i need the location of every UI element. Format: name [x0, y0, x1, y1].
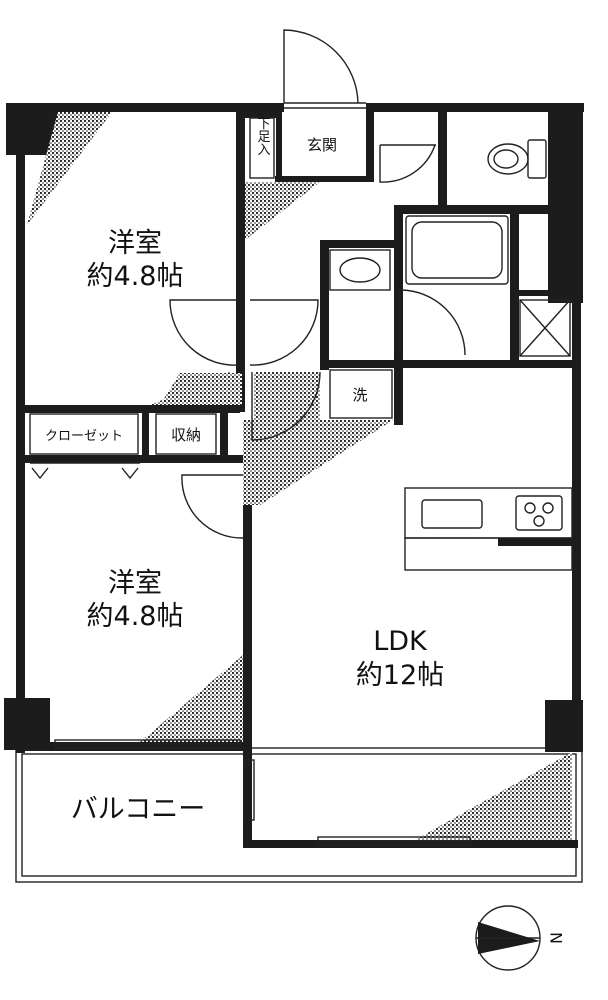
windows: [54, 739, 471, 846]
bathtub-icon: [405, 215, 509, 285]
compass: N: [475, 905, 566, 971]
western-room-1-name: 洋室: [108, 228, 162, 259]
interior-walls: [25, 112, 574, 463]
shoe-box-label: 下足入: [255, 117, 271, 156]
western-room-2-size: 約4.8帖: [87, 601, 184, 632]
ldk-name: LDK: [373, 626, 428, 657]
western-room-1-size: 約4.8帖: [87, 261, 184, 292]
compass-north-label: N: [547, 932, 566, 944]
western-room-2-name: 洋室: [108, 568, 162, 599]
storage-label: 収納: [171, 426, 201, 444]
balcony-label: バルコニー: [71, 794, 205, 825]
entrance-label: 玄関: [307, 136, 337, 154]
doors: [30, 29, 466, 539]
outer-walls: [4, 103, 584, 848]
toilet-icon: [487, 139, 547, 179]
hatched-zones: [27, 112, 572, 840]
laundry-label: 洗: [352, 386, 367, 404]
closet-label: クローゼット: [45, 429, 123, 444]
balcony-area: [15, 747, 583, 883]
washbasin-icon: [329, 249, 391, 291]
ldk-size: 約12帖: [356, 660, 444, 691]
fixtures: [29, 117, 573, 571]
room-labels: 洋室 約4.8帖 洋室 約4.8帖 LDK 約12帖 玄関 下足入 クローゼット…: [45, 117, 444, 826]
kitchen-counter-icon: [404, 487, 573, 571]
pipe-shaft-icon: [519, 299, 571, 357]
